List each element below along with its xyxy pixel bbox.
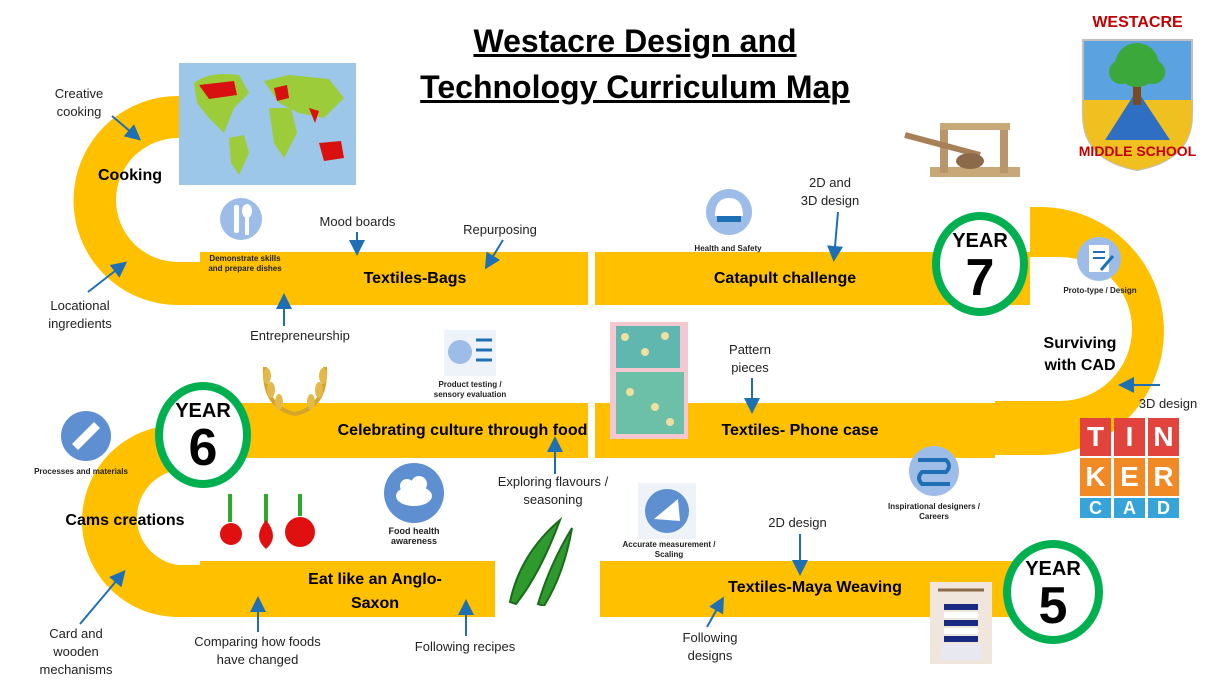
- tinkercad-tile: T: [1080, 418, 1111, 456]
- title-line-2: Technology Curriculum Map: [420, 69, 850, 105]
- school-logo-top-text: WESTACRE: [1092, 14, 1183, 31]
- year-5-number: 5: [1038, 577, 1068, 635]
- project-cams: Cams creations: [65, 512, 185, 529]
- school-logo-bottom-text: MIDDLE SCHOOL: [1078, 143, 1197, 159]
- tinkercad-tile: D: [1148, 498, 1179, 518]
- note-2d-design: 2D design: [768, 515, 827, 530]
- pea-pods-image: [508, 516, 573, 606]
- tinkercad-tile: E: [1114, 458, 1145, 496]
- project-surviving-cad: Surviving with CAD: [1043, 335, 1117, 374]
- processes-caption: Processes and materials: [34, 467, 128, 476]
- project-catapult: Catapult challenge: [713, 270, 857, 287]
- food-health-icon: [383, 462, 445, 524]
- year-5-label: YEAR: [1025, 558, 1081, 580]
- product-testing-caption: Product testing / sensory evaluation: [433, 380, 507, 399]
- note-comparing-foods: Comparing how foods have changed: [194, 634, 321, 667]
- note-entrepreneurship: Entrepreneurship: [250, 328, 350, 343]
- demonstrate-skills-caption: Demonstrate skills and prepare dishes: [208, 254, 282, 273]
- title-line-1: Westacre Design and: [473, 23, 797, 59]
- project-textiles-bags: Textiles-Bags: [363, 270, 467, 287]
- note-exploring-flavours: Exploring flavours / seasoning: [497, 474, 609, 507]
- project-phone-case: Textiles- Phone case: [721, 422, 879, 439]
- note-following-recipes: Following recipes: [414, 639, 516, 654]
- health-safety-icon: [705, 188, 753, 236]
- note-creative-cooking: Creative cooking: [54, 86, 104, 119]
- tinkercad-logo: T I N K E R C A D: [1080, 418, 1180, 518]
- maya-weaving-image: [930, 582, 992, 664]
- note-following-designs: Following designs: [682, 630, 738, 663]
- project-maya-weaving: Textiles-Maya Weaving: [728, 579, 902, 596]
- tinkercad-tile: R: [1148, 458, 1179, 496]
- prototype-icon: [1075, 236, 1123, 282]
- track-band-anglo-saxon: [200, 561, 495, 617]
- accurate-measurement-caption: Accurate measurement / Scaling: [622, 540, 716, 559]
- school-logo: [1082, 39, 1193, 172]
- accurate-measurement-icon: [638, 483, 696, 539]
- year-7-label: YEAR: [952, 230, 1008, 252]
- tinkercad-tile: I: [1114, 418, 1145, 456]
- note-locational-ingredients: Locational ingredients: [48, 298, 112, 331]
- year-5-badge: YEAR 5: [1003, 540, 1103, 644]
- note-repurposing: Repurposing: [463, 222, 537, 237]
- food-health-caption: Food health awareness: [388, 526, 440, 546]
- note-3d-design: 3D design: [1138, 396, 1198, 411]
- year-7-badge: YEAR 7: [932, 212, 1028, 316]
- note-pattern-pieces: Pattern pieces: [729, 342, 771, 375]
- inspirational-caption: Inspirational designers / Careers: [887, 502, 981, 521]
- cam-mechanisms-image: [220, 494, 315, 549]
- note-mood-boards: Mood boards: [319, 214, 396, 229]
- inspirational-icon: [908, 444, 960, 498]
- year-6-badge: YEAR 6: [155, 382, 251, 488]
- health-safety-caption: Health and Safety: [694, 244, 762, 253]
- year-6-number: 6: [188, 419, 218, 477]
- project-anglo-saxon: Eat like an Anglo-Saxon: [308, 571, 442, 612]
- year-7-number: 7: [965, 249, 995, 307]
- page-title: Westacre Design and Technology Curriculu…: [380, 18, 890, 110]
- processes-icon: [60, 410, 112, 462]
- note-2d-3d-design: 2D and 3D design: [800, 175, 860, 208]
- laurel-wreath-image: [262, 366, 328, 416]
- track-band-textiles-bags: [200, 252, 588, 305]
- track-band-celebrating: [200, 403, 588, 458]
- prototype-caption: Proto-type / Design: [1063, 286, 1137, 295]
- demonstrate-skills-icon: [219, 197, 263, 252]
- note-card-wooden: Card and wooden mechanisms: [39, 626, 113, 677]
- phone-case-fabric-image: [610, 322, 688, 439]
- world-map-image: [179, 63, 356, 185]
- project-celebrating-culture: Celebrating culture through food: [337, 422, 588, 439]
- catapult-image: [904, 123, 1020, 177]
- tinkercad-tile: K: [1080, 458, 1111, 496]
- tinkercad-tile: C: [1080, 498, 1111, 518]
- year-6-label: YEAR: [175, 400, 231, 422]
- tinkercad-tile: N: [1148, 418, 1179, 456]
- tinkercad-tile: A: [1114, 498, 1145, 518]
- product-testing-icon: [444, 330, 496, 376]
- project-cooking: Cooking: [98, 167, 162, 184]
